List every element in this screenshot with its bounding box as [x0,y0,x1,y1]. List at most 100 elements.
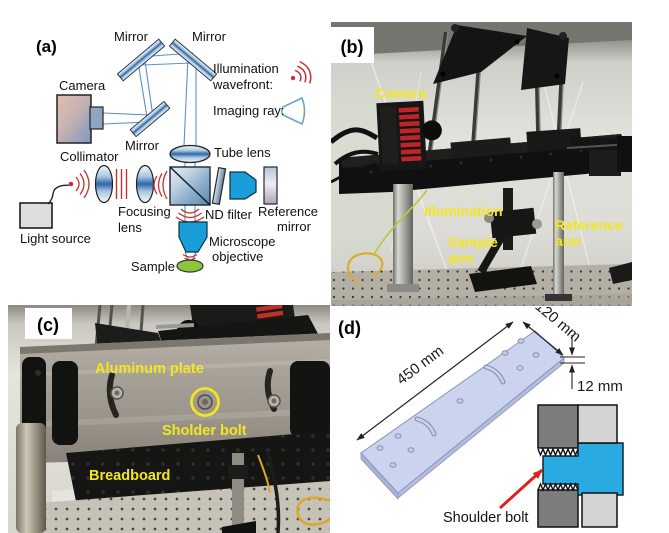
mirror-top-right [168,38,218,82]
label-focusing-2: lens [118,220,142,235]
cross-section [537,404,624,528]
tower-plate-left [433,25,527,84]
highlight-circle [190,387,220,417]
label-illumination-photo: Illumination [424,203,503,219]
fiber-c [257,454,330,526]
label-tube-lens: Tube lens [214,145,271,160]
panel-c-tag: (c) [37,315,59,335]
reference-mirror [263,166,278,205]
label-collimator: Collimator [60,149,119,164]
mirror-fold [129,100,171,138]
panel-c-photo: Aluminum plate Sholder bolt Breadboard (… [8,305,330,533]
tube-lens [169,144,211,164]
panel-d-tag: (d) [338,318,361,338]
label-sample: Sample [131,259,175,274]
label-sholder-bolt: Sholder bolt [162,423,247,439]
emitter-dot [68,181,74,187]
label-illumination-2: wavefront: [212,77,273,92]
fiber-coil [346,189,428,285]
label-shoulder-bolt: Shoulder bolt [443,510,528,526]
sample-disc [176,259,204,273]
panel-b-tag: (b) [341,37,364,57]
post-left-base [387,284,419,292]
sample-arm-hardware [469,188,542,292]
label-camera-photo: Camera [375,85,427,101]
wavefront-arcs-objective [182,254,198,261]
panel-d-cad: 450 mm 120 mm 12 mm Shoulder bolt (d) [338,307,624,528]
camera-vents [398,107,422,162]
support-post-left [393,184,413,288]
section-bolt-blue [542,442,624,496]
camera-lens-barrel [421,120,442,141]
panel-b-photo: Camera Illumination Sample arm Reference… [331,22,632,306]
nd-filter [211,166,227,206]
camera-body [56,94,92,144]
thread-zigzag-bottom [537,482,579,492]
post-left-c [16,423,46,533]
section-light-bottom [581,492,618,528]
label-imaging-ray: Imaging ray: [213,103,285,118]
clamp-right [290,361,330,437]
camera-cables [331,127,379,184]
cad-plate [360,330,565,501]
plane-wavefront-lines [115,169,128,199]
section-dark-top [537,404,579,449]
collimator-lens [94,164,114,204]
label-sample-arm-1: Sample [448,234,498,250]
aluminum-plate [20,333,330,463]
post-right-base [545,294,572,301]
beam-splitter-diagonal [169,166,211,206]
wavefront-arcs-converging [153,170,168,200]
panel-a-schematic: (a) Mirror Mirror Camera Mirror Collimat… [19,29,318,274]
label-reference-arm-2: arm [555,233,581,249]
reference-arm-lens [229,171,257,200]
mirror-top-left [116,38,166,82]
dim-thickness-text: 12 mm [577,378,623,395]
label-nd-filter: ND filter [205,207,253,222]
shoulder-bolt-arrow [498,468,544,510]
curved-slot-left [106,372,119,418]
dim-length-text: 450 mm [394,342,448,388]
optical-table-c-holes [38,481,330,533]
wavefront-arcs-icon [290,60,312,84]
panel-b-tag-box [331,27,374,63]
post-clamp-c [228,465,248,479]
black-cable-c [266,450,281,533]
silver-rod [155,323,195,329]
label-sample-arm-2: arm [448,250,474,266]
label-objective-2: objective [212,249,263,264]
support-post-right [553,172,564,298]
aluminum-plate-top-edge [20,333,330,354]
label-reference-2: mirror [277,219,312,234]
label-mirror-top-left: Mirror [114,29,149,44]
label-camera: Camera [59,78,106,93]
label-mirror-top-right: Mirror [192,29,227,44]
fiber-wire [47,184,70,205]
label-illumination-1: Illumination [213,61,279,76]
section-light-top [577,404,618,444]
panel-c-tag-box [25,308,72,339]
label-mirror-fold: Mirror [125,138,160,153]
panel-a-tag: (a) [36,37,57,56]
imaging-ray-fan-icon [280,96,306,126]
label-reference-1: Reference [258,204,318,219]
wavefront-arcs-source [75,169,90,199]
post-base-c [222,521,256,533]
light-source-box [19,202,53,229]
label-light-source: Light source [20,231,91,246]
label-breadboard: Breadboard [89,468,170,484]
wavefront-arcs-below-bs [175,208,205,223]
camera-sensor [89,106,104,130]
focusing-lens [135,164,155,204]
label-aluminum-plate: Aluminum plate [95,361,204,377]
label-reference-arm-1: Reference [555,217,623,233]
clamp-bottom-right [609,262,632,284]
dimension-thickness [560,335,585,389]
microscope-objective [178,221,208,253]
camera-photo [376,100,442,172]
label-objective-1: Microscope [209,234,275,249]
section-dark-bottom [537,489,579,528]
reference-arm-hardware [566,136,632,176]
thread-zigzag-top [537,447,579,457]
